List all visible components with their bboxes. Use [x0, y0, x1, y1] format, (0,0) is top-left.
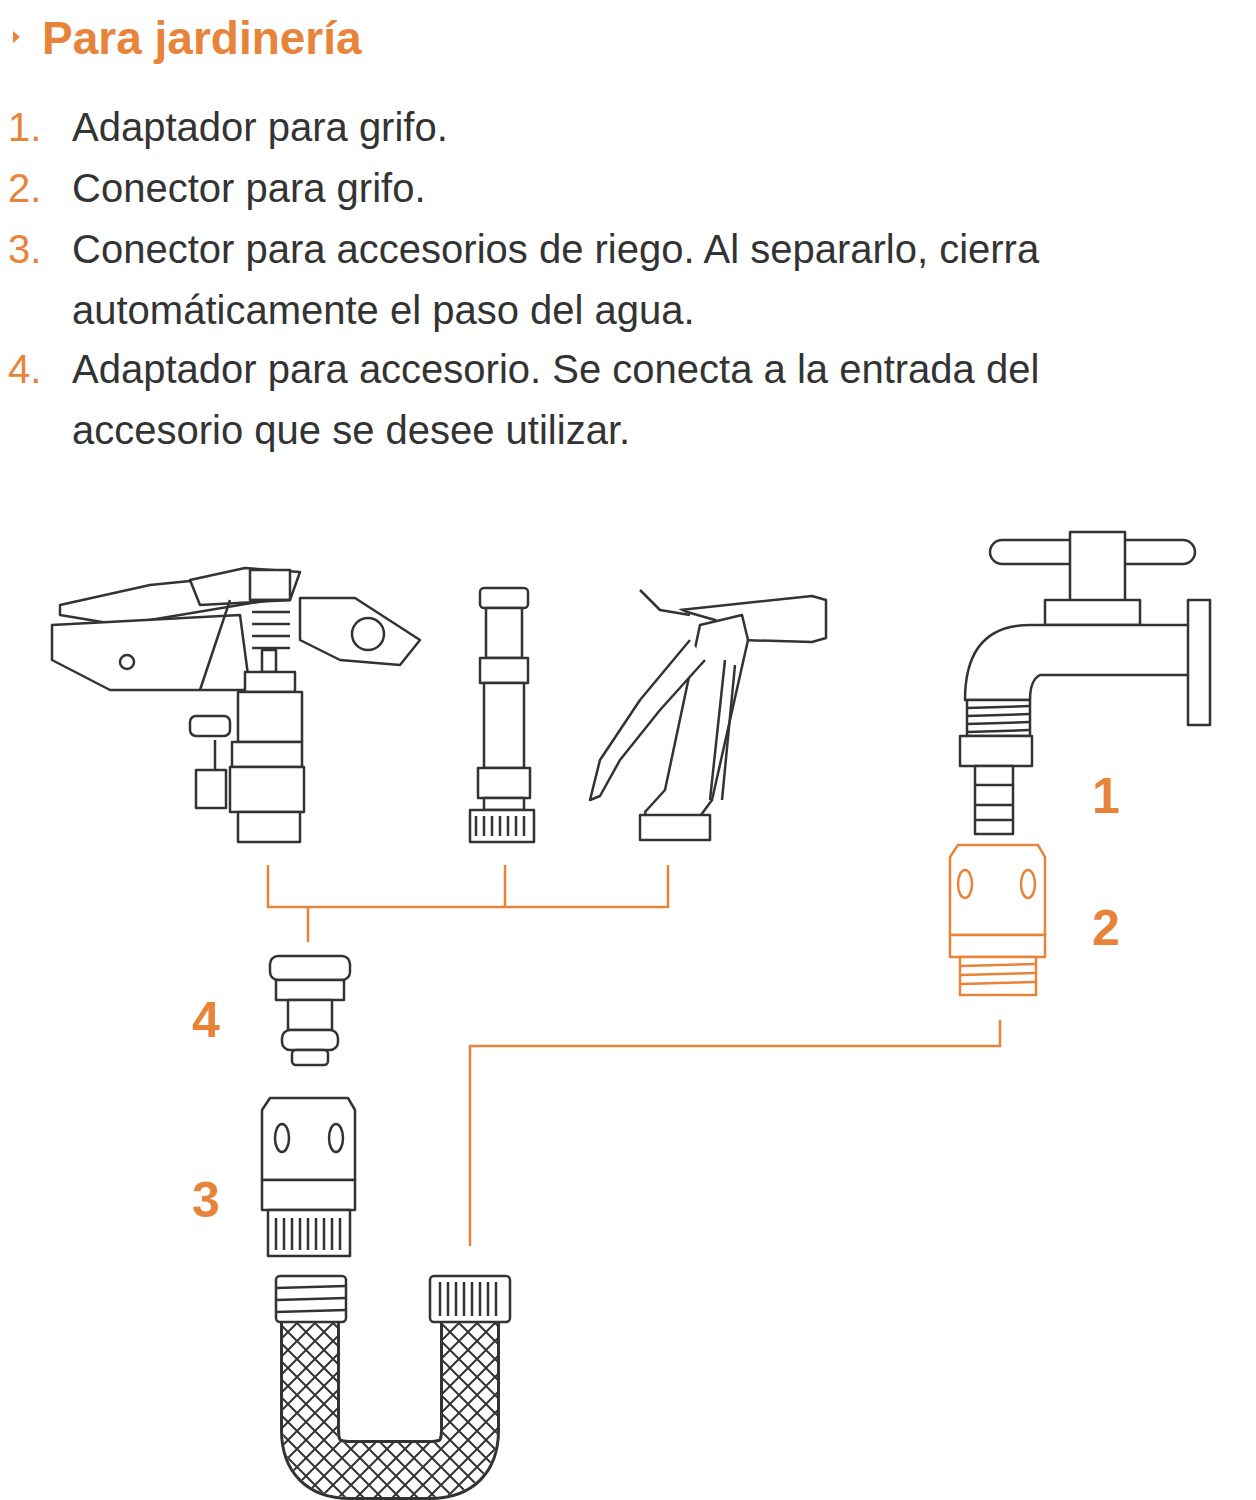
list-number: 3.	[8, 219, 41, 280]
list-number: 1.	[8, 97, 41, 158]
bracket-line	[268, 865, 668, 942]
list-item: Adaptador para grifo.	[72, 97, 1252, 158]
leader-line	[470, 1020, 1000, 1246]
callout-number: 2	[1092, 900, 1120, 956]
nozzle	[470, 588, 534, 842]
list-item: Conector para grifo.	[72, 158, 1252, 219]
list-item: Adaptador para accesorio. Se conecta a l…	[72, 339, 1192, 461]
accessory-connector	[262, 1098, 355, 1256]
callout-number: 3	[192, 1172, 220, 1228]
faucet	[960, 532, 1210, 834]
list-number: 2.	[8, 158, 41, 219]
sprinkler	[52, 568, 420, 842]
accessory-adapter	[270, 956, 350, 1065]
list-number: 4.	[8, 339, 41, 400]
faucet-connector	[950, 845, 1045, 995]
title: Para jardinería	[42, 10, 362, 66]
callout-number: 1	[1092, 768, 1120, 824]
title-marker	[13, 31, 20, 43]
list-item: Conector para accesorios de riego. Al se…	[72, 219, 1252, 341]
hose	[276, 1276, 510, 1470]
spray-gun	[590, 590, 826, 840]
callout-number: 4	[192, 992, 220, 1048]
